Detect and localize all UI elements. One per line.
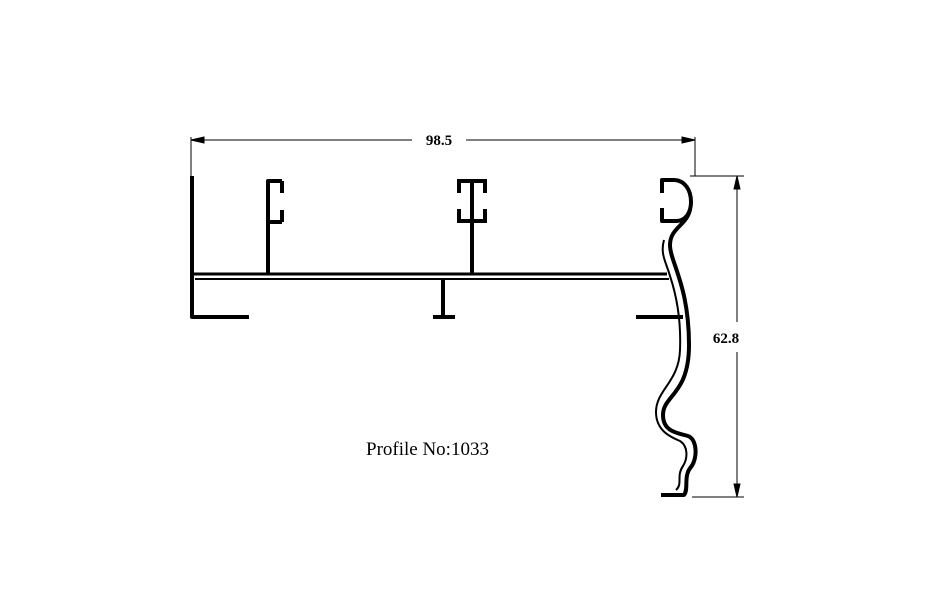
center-channel xyxy=(457,179,487,274)
left-channel xyxy=(266,179,282,274)
height-dimension xyxy=(690,175,744,498)
height-arrow-bottom xyxy=(733,483,741,498)
profile-outline xyxy=(190,176,698,497)
height-dimension-label: 62.8 xyxy=(713,331,739,347)
width-arrow-right xyxy=(681,136,696,144)
left-wall xyxy=(190,176,249,319)
width-arrow-left xyxy=(190,136,205,144)
profile-label: Profile No:1033 xyxy=(366,439,489,460)
right-hook xyxy=(660,178,693,223)
ornamental-side-outer xyxy=(661,209,698,497)
height-arrow-top xyxy=(733,175,741,190)
ornamental-side-inner xyxy=(655,239,688,491)
width-dimension xyxy=(190,136,696,176)
width-dimension-label: 98.5 xyxy=(426,133,452,149)
center-stem xyxy=(433,279,455,319)
